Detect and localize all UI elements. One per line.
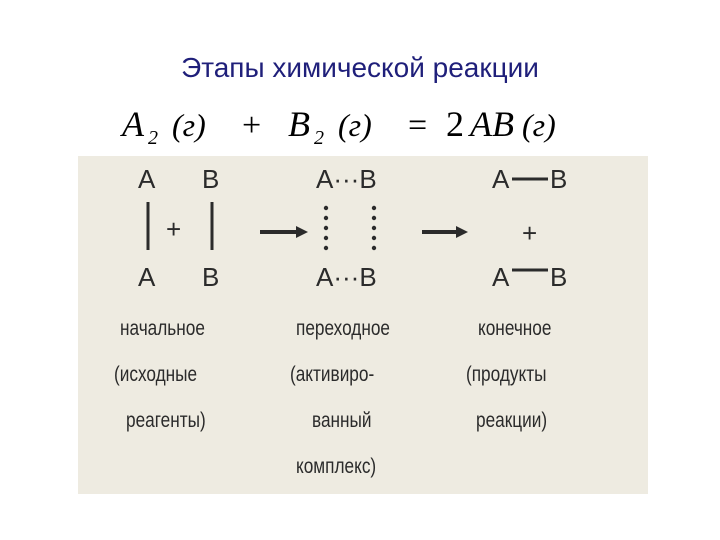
final-atom-b-top: B xyxy=(550,164,567,194)
eq-reactant-a-subscript: 2 xyxy=(148,127,158,149)
initial-caption-line-1: начальное xyxy=(120,317,205,340)
reaction-equation: A 2 (г) + B 2 (г) = 2 AB (г) xyxy=(120,104,556,149)
eq-reactant-b: B xyxy=(288,104,310,144)
transition-dotted-bond-left xyxy=(323,205,329,251)
scanned-figure-background xyxy=(78,156,648,494)
eq-reactant-b-subscript: 2 xyxy=(314,127,324,149)
initial-atom-b-top: B xyxy=(202,164,219,194)
transition-caption-line-1: переходное xyxy=(296,317,391,340)
transition-dotted-bond-right xyxy=(371,205,377,251)
eq-reactant-a: A xyxy=(120,104,145,144)
final-caption-line-3: реакции) xyxy=(476,409,548,432)
eq-equals: = xyxy=(408,107,427,144)
initial-atom-b-bottom: B xyxy=(202,262,219,292)
eq-product-state: (г) xyxy=(522,107,556,143)
eq-product: AB xyxy=(468,104,514,144)
final-atom-a-top: A xyxy=(492,164,510,194)
final-caption-line-1: конечное xyxy=(478,317,552,340)
eq-coefficient: 2 xyxy=(446,104,464,144)
eq-reactant-b-state: (г) xyxy=(338,107,372,143)
initial-atom-a-bottom: A xyxy=(138,262,156,292)
transition-caption-line-2: (активиро- xyxy=(290,363,375,386)
reaction-stages-diagram: A B + A B A···B A···B A B + A B xyxy=(138,164,567,292)
final-plus: + xyxy=(522,218,537,248)
initial-caption-line-3: реагенты) xyxy=(126,409,206,432)
final-caption-line-2: (продукты xyxy=(466,363,547,386)
transition-caption-line-3: ванный xyxy=(312,409,372,432)
eq-plus: + xyxy=(242,107,261,144)
slide-title: Этапы химической реакции xyxy=(181,52,539,83)
arrow-1-head xyxy=(296,226,308,238)
transition-complex-bottom: A···B xyxy=(316,262,377,292)
arrow-2-head xyxy=(456,226,468,238)
transition-complex-top: A···B xyxy=(316,164,377,194)
transition-caption-line-4: комплекс) xyxy=(296,455,377,478)
initial-caption-line-2: (исходные xyxy=(114,363,198,386)
initial-plus: + xyxy=(166,214,181,244)
eq-reactant-a-state: (г) xyxy=(172,107,206,143)
initial-atom-a-top: A xyxy=(138,164,156,194)
final-atom-a-bottom: A xyxy=(492,262,510,292)
final-atom-b-bottom: B xyxy=(550,262,567,292)
